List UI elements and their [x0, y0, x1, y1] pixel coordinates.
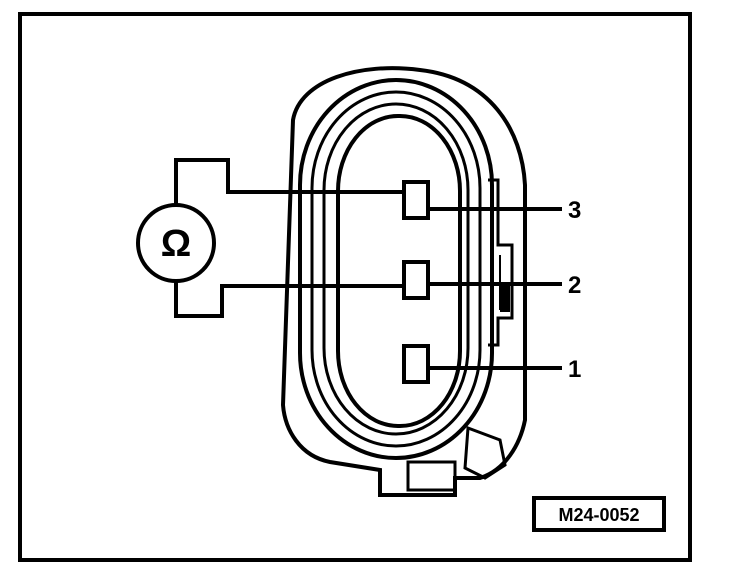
figure-code: M24-0052 [558, 505, 639, 525]
locking-tab [488, 178, 514, 347]
connector-rim-middle [310, 90, 482, 448]
pin-2-label: 2 [568, 272, 581, 299]
locking-tab-slot [500, 286, 510, 312]
ohm-symbol: Ω [161, 223, 191, 265]
pin-1-terminal [402, 344, 430, 384]
pin-3-label: 3 [568, 197, 581, 224]
connector-housing [280, 66, 527, 497]
connector-cavity [336, 114, 462, 428]
bottom-key [406, 460, 457, 492]
corner-latch [463, 425, 507, 480]
diagram-frame [18, 12, 692, 562]
probe-lead-upper [174, 158, 404, 208]
pin-2-terminal [402, 260, 430, 300]
ohmmeter-circle [136, 203, 216, 283]
connector-rim-inner [322, 102, 470, 436]
figure-code-box [532, 496, 666, 532]
pin-3-terminal [402, 180, 430, 220]
probe-lead-lower [174, 280, 404, 318]
pin-1-label: 1 [568, 356, 581, 383]
connector-rim-outer [298, 78, 494, 460]
